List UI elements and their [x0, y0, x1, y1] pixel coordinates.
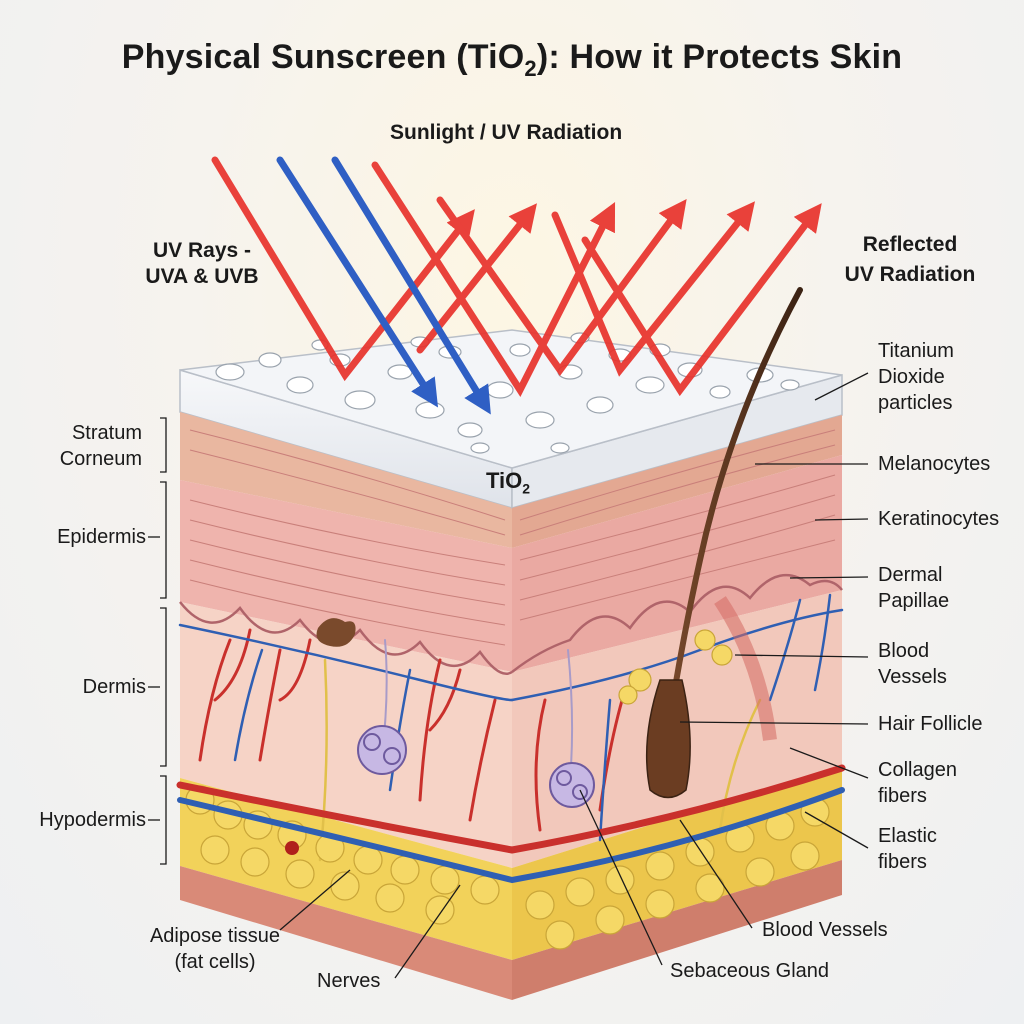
sebaceous-gland-label: Sebaceous Gland	[670, 958, 829, 984]
collagen-label-line2: fibers	[878, 783, 957, 809]
reflected-uv-label-line2: UV Radiation	[820, 260, 1000, 290]
elastic-label-line1: Elastic	[878, 823, 937, 849]
hypodermis-label: Hypodermis	[10, 807, 146, 833]
dermal-papillae-label: Dermal Papillae	[878, 562, 949, 614]
page-title: Physical Sunscreen (TiO2): How it Protec…	[0, 38, 1024, 82]
uv-rays-label-line1: UV Rays -	[112, 238, 292, 264]
reflected-uv-label: Reflected UV Radiation	[820, 230, 1000, 290]
tio2-layer-label: TiO2	[486, 468, 530, 496]
elastic-label-line2: fibers	[878, 849, 937, 875]
sunlight-label: Sunlight / UV Radiation	[390, 120, 622, 146]
papillae-label-line2: Papillae	[878, 588, 949, 614]
vessels-label-line1: Blood	[878, 638, 947, 664]
dermis-label: Dermis	[20, 674, 146, 700]
reflected-uv-label-line1: Reflected	[820, 230, 1000, 260]
vessels-label-line2: Vessels	[878, 664, 947, 690]
titanium-label-line3: particles	[878, 390, 954, 416]
uv-rays-label-line2: UVA & UVB	[112, 264, 292, 290]
stratum-corneum-label-line2: Corneum	[30, 446, 142, 472]
titanium-label-line2: Dioxide	[878, 364, 954, 390]
elastic-fibers-label: Elastic fibers	[878, 823, 937, 875]
keratinocytes-label: Keratinocytes	[878, 506, 999, 532]
stratum-corneum-label: Stratum Corneum	[30, 420, 142, 472]
hair-follicle-label: Hair Follicle	[878, 711, 982, 737]
adipose-tissue-label: Adipose tissue (fat cells)	[125, 923, 305, 975]
titanium-dioxide-particles-label: Titanium Dioxide particles	[878, 338, 954, 416]
titanium-label-line1: Titanium	[878, 338, 954, 364]
collagen-label-line1: Collagen	[878, 757, 957, 783]
nerves-label: Nerves	[317, 968, 380, 994]
epidermis-label: Epidermis	[20, 524, 146, 550]
blood-vessels-bottom-label: Blood Vessels	[762, 917, 888, 943]
adipose-label-line1: Adipose tissue	[125, 923, 305, 949]
collagen-fibers-label: Collagen fibers	[878, 757, 957, 809]
adipose-label-line2: (fat cells)	[125, 949, 305, 975]
melanocytes-label: Melanocytes	[878, 451, 990, 477]
blood-vessels-right-label: Blood Vessels	[878, 638, 947, 690]
papillae-label-line1: Dermal	[878, 562, 949, 588]
stratum-corneum-label-line1: Stratum	[30, 420, 142, 446]
uv-rays-label: UV Rays - UVA & UVB	[112, 238, 292, 290]
